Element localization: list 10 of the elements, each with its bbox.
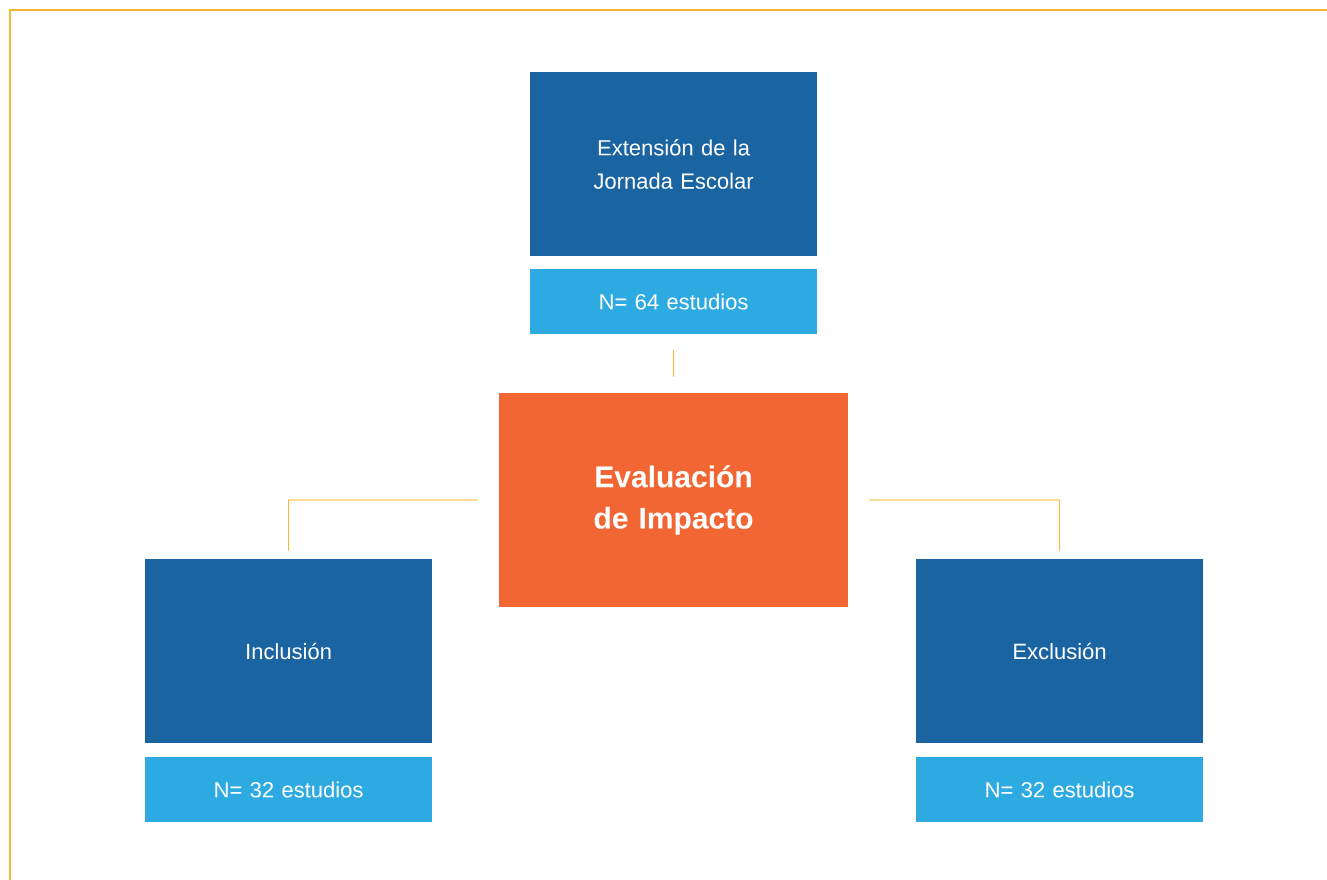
connector-line	[869, 499, 1061, 552]
count-box: N= 32 estudios	[145, 757, 432, 822]
category-box: Extensión de la Jornada Escolar	[530, 72, 817, 256]
category-box: Inclusión	[145, 559, 432, 743]
connector-line	[672, 349, 675, 378]
connector-line	[287, 499, 478, 552]
category-box: Exclusión	[916, 559, 1203, 743]
count-box: N= 32 estudios	[916, 757, 1203, 822]
count-box: N= 64 estudios	[530, 269, 817, 334]
main-box: Evaluación de Impacto	[499, 393, 848, 607]
